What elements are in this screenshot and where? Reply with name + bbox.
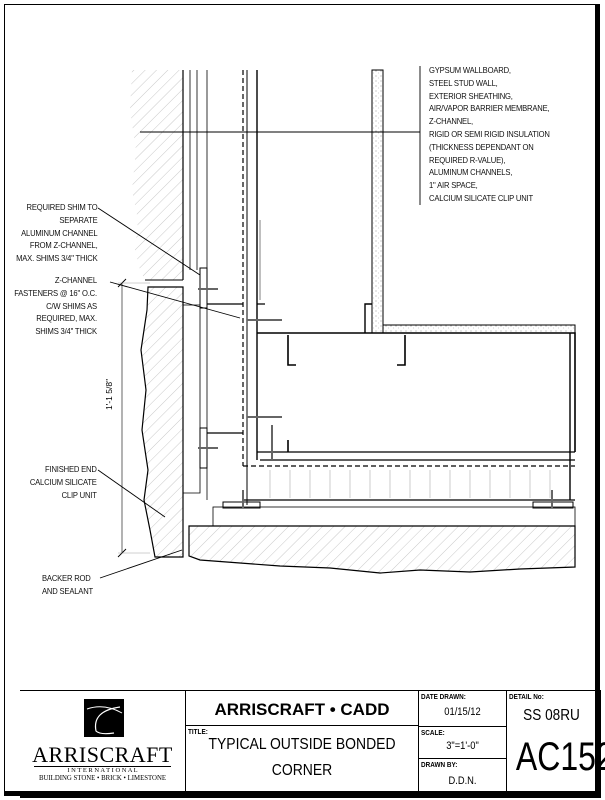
logo-cell: ARRISCRAFT I N T E R N A T I O N A L BUI… bbox=[20, 691, 185, 793]
note-line: AIR/VAPOR BARRIER MEMBRANE, bbox=[429, 103, 550, 114]
note-finished-end: FINISHED END CALCIUM SILICATE CLIP UNIT bbox=[30, 463, 97, 501]
note-line: GYPSUM WALLBOARD, bbox=[429, 65, 511, 75]
company-cell: ARRISCRAFT • CADD bbox=[185, 691, 418, 726]
title-cell: TITLE: TYPICAL OUTSIDE BONDED CORNER bbox=[185, 726, 418, 793]
note-line: C/W SHIMS AS bbox=[46, 300, 97, 311]
note-line: STEEL STUD WALL, bbox=[429, 77, 498, 88]
arriscraft-logo-icon bbox=[84, 699, 124, 737]
note-line: REQUIRED, MAX. bbox=[36, 313, 97, 324]
title-label: TITLE: bbox=[188, 727, 208, 736]
stone-unit-vertical bbox=[130, 70, 184, 558]
note-wall-assembly: GYPSUM WALLBOARD, STEEL STUD WALL, EXTER… bbox=[429, 64, 550, 205]
note-line: MAX. SHIMS 3/4" THICK bbox=[15, 253, 98, 264]
note-shim: REQUIRED SHIM TO SEPARATE ALUMINUM CHANN… bbox=[15, 201, 98, 265]
date-label: DATE DRAWN: bbox=[421, 692, 466, 701]
note-line: SHIMS 3/4" THICK bbox=[35, 326, 97, 337]
note-backer-rod: BACKER ROD AND SEALANT bbox=[42, 572, 93, 598]
note-line: SEPARATE bbox=[58, 214, 97, 225]
note-line: ALUMINUM CHANNEL bbox=[20, 227, 98, 238]
note-line: CALCIUM SILICATE bbox=[30, 476, 97, 487]
date-value: 01/15/12 bbox=[444, 706, 481, 718]
note-line: FASTENERS @ 16" O.C. bbox=[14, 287, 97, 298]
logo-tagline: BUILDING STONE • BRICK • LIMESTONE bbox=[38, 775, 167, 782]
note-line: CLIP UNIT bbox=[61, 489, 97, 500]
detail-cell: DETAIL No: SS 08RU AC152 bbox=[506, 691, 605, 793]
logo-name: ARRISCRAFT bbox=[32, 742, 173, 767]
note-line: EXTERIOR SHEATHING, bbox=[429, 90, 513, 101]
note-line: Z-CHANNEL, bbox=[429, 116, 473, 127]
title-line-1: TYPICAL OUTSIDE BONDED bbox=[208, 736, 396, 753]
leaders bbox=[97, 66, 421, 579]
detail-code: SS 08RU bbox=[523, 707, 580, 724]
scale-cell: SCALE: 3"=1'-0" bbox=[418, 727, 506, 759]
note-line: ALUMINUM CHANNELS, bbox=[429, 167, 513, 178]
stone-unit-horizontal bbox=[188, 525, 576, 574]
note-line: REQUIRED SHIM TO bbox=[26, 202, 97, 212]
drawn-by-label: DRAWN BY: bbox=[421, 760, 458, 769]
note-line: REQUIRED R-VALUE), bbox=[429, 154, 506, 165]
scale-value: 3"=1'-0" bbox=[446, 740, 479, 752]
note-fasteners: Z-CHANNEL FASTENERS @ 16" O.C. C/W SHIMS… bbox=[14, 274, 97, 338]
note-line: AND SEALANT bbox=[42, 585, 94, 596]
detail-number: AC152 bbox=[515, 735, 605, 779]
detail-label: DETAIL No: bbox=[509, 692, 544, 701]
date-cell: DATE DRAWN: 01/15/12 bbox=[418, 691, 506, 727]
note-line: Z-CHANNEL bbox=[54, 275, 97, 285]
note-line: (THICKNESS DEPENDANT ON bbox=[429, 141, 534, 152]
note-line: FINISHED END bbox=[45, 464, 97, 474]
note-line: CALCIUM SILICATE CLIP UNIT bbox=[429, 192, 533, 203]
dimension-label: 1'-1 5/8" bbox=[104, 378, 114, 410]
title-block: ARRISCRAFT I N T E R N A T I O N A L BUI… bbox=[20, 690, 605, 798]
drawn-by-cell: DRAWN BY: D.D.N. bbox=[418, 759, 506, 793]
drawn-by-value: D.D.N. bbox=[448, 775, 477, 787]
scale-label: SCALE: bbox=[421, 728, 445, 737]
title-line-2: CORNER bbox=[271, 762, 333, 779]
note-line: FROM Z-CHANNEL, bbox=[29, 240, 97, 251]
note-line: RIGID OR SEMI RIGID INSULATION bbox=[429, 128, 550, 139]
note-line: BACKER ROD bbox=[42, 573, 91, 583]
note-line: 1" AIR SPACE, bbox=[429, 180, 478, 191]
company-name: ARRISCRAFT • CADD bbox=[214, 700, 390, 719]
logo-sub: I N T E R N A T I O N A L bbox=[34, 766, 171, 774]
